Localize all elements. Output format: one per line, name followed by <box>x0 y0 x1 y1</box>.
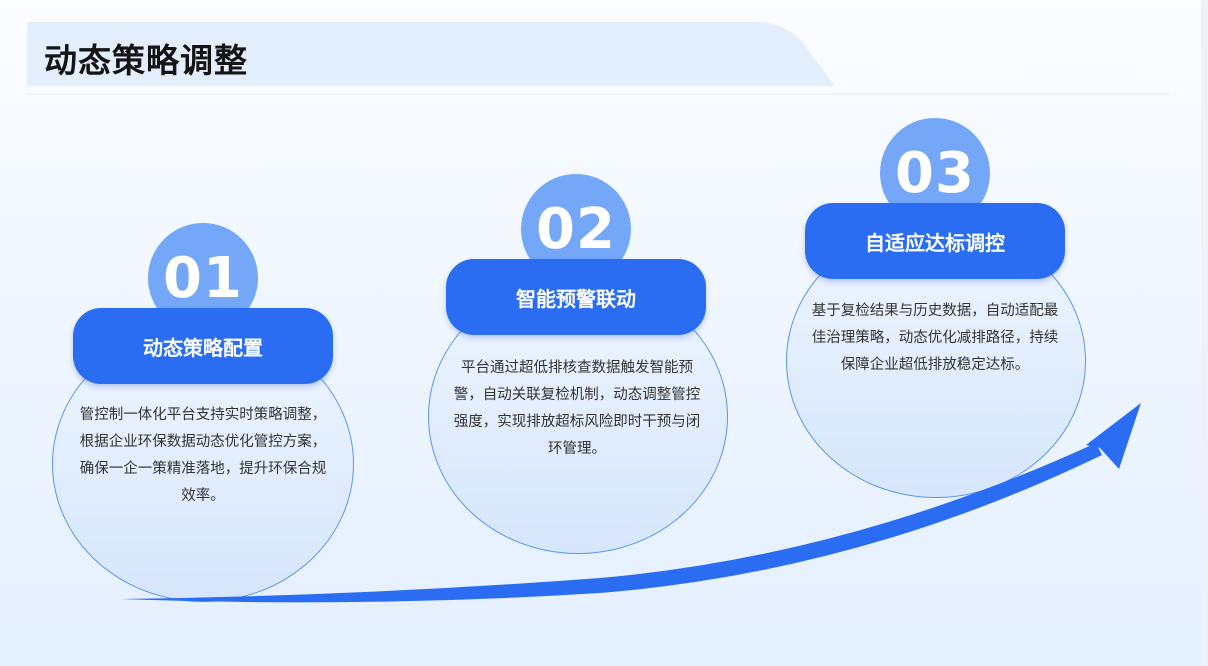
step-description-2: 平台通过超低排核查数据触发智能预警，自动关联复检机制，动态调整管控强度，实现排放… <box>453 360 701 457</box>
step-title-1: 动态策略配置 <box>73 308 333 384</box>
title-band: 动态策略调整 <box>0 0 1208 96</box>
right-edge-strip <box>1201 0 1208 666</box>
step-description-3: 基于复检结果与历史数据，自动适配最佳治理策略，动态优化减排路径，持续保障企业超低… <box>811 303 1059 373</box>
step-title-3: 自适应达标调控 <box>805 203 1065 279</box>
step-number-2: 02 <box>521 174 631 284</box>
title-band-shape <box>27 22 1170 95</box>
step-description-1: 管控制一体化平台支持实时策略调整，根据企业环保数据动态优化管控方案，确保一企一策… <box>79 407 327 504</box>
step-title-2: 智能预警联动 <box>446 259 706 335</box>
page-title: 动态策略调整 <box>44 41 248 80</box>
